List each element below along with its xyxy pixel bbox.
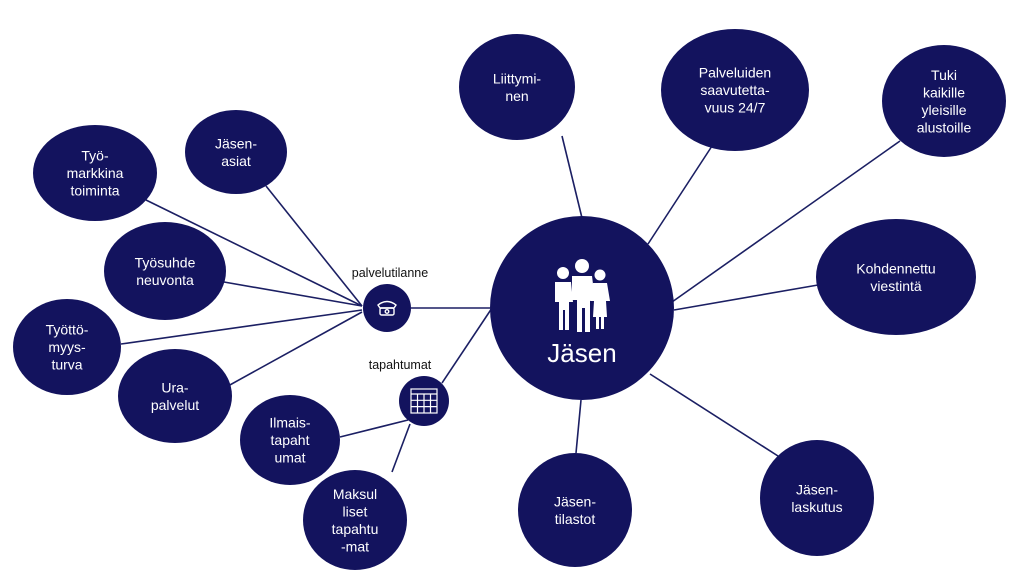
- center-node: Jäsen: [490, 216, 674, 400]
- node-jasenasiat-label-line: asiat: [221, 153, 251, 169]
- edge-liittyminen: [561, 135, 583, 219]
- node-jasenasiat-label-line: Jäsen-: [215, 135, 257, 151]
- node-ilmaistapahtumat-label-line: umat: [274, 450, 305, 466]
- edge-laskutus: [649, 373, 779, 457]
- node-liittyminen: Liittymi-nen: [459, 34, 575, 140]
- node-laskutus: Jäsen-laskutus: [760, 440, 874, 556]
- node-maksulliset-label-line: Maksul: [333, 486, 377, 502]
- edge-kohdennettu: [673, 284, 819, 311]
- node-urapalvelut-bubble: [118, 349, 232, 443]
- edge-maksulliset: [391, 423, 411, 473]
- node-kohdennettu: Kohdennettu viestintä: [816, 219, 976, 335]
- edge-tuki: [671, 140, 901, 303]
- node-tyomarkkina-label-line: toiminta: [70, 183, 119, 199]
- node-urapalvelut: Ura-palvelut: [118, 349, 232, 443]
- node-palveluiden-label-line: Palveluiden: [699, 65, 771, 81]
- node-jasenasiat-bubble: [185, 110, 287, 194]
- node-urapalvelut-label-line: Ura-: [161, 379, 189, 395]
- node-laskutus-label-line: laskutus: [791, 499, 842, 515]
- node-tuki-label-line: yleisille: [921, 102, 966, 118]
- node-ilmaistapahtumat-label-line: Ilmais-: [269, 415, 311, 431]
- service-hub: palvelutilanne: [352, 266, 428, 332]
- node-tuki-label-line: alustoille: [917, 119, 972, 135]
- node-kohdennettu-bubble: [816, 219, 976, 335]
- node-ilmaistapahtumat-label-line: tapaht: [271, 432, 310, 448]
- edge-tyosuhde: [223, 281, 363, 307]
- node-tyosuhde: Työsuhde neuvonta: [104, 222, 226, 320]
- node-tilastot-bubble: [518, 453, 632, 567]
- node-tyottomyys-bubble: [13, 299, 121, 395]
- telephone-icon: [377, 300, 397, 316]
- center-label: Jäsen: [547, 338, 616, 368]
- node-liittyminen-label-line: nen: [505, 88, 528, 104]
- node-maksulliset-bubble: [303, 470, 407, 570]
- node-tilastot-label-line: tilastot: [555, 511, 596, 527]
- node-tyottomyys: Työttö-myys-turva: [13, 299, 121, 395]
- edge-urapalvelut: [227, 311, 363, 387]
- edge-ilmaistapahtumat: [339, 419, 409, 438]
- node-kohdennettu-label-line: Kohdennettu: [856, 260, 935, 276]
- edge-tyottomyys: [120, 309, 363, 345]
- node-tuki-label-line: kaikille: [923, 84, 965, 100]
- edge-jasenasiat: [265, 185, 363, 307]
- node-palveluiden-label-line: vuus 24/7: [705, 100, 766, 116]
- node-tyomarkkina: Työ-markkina toiminta: [33, 125, 157, 221]
- node-ilmaistapahtumat-bubble: [240, 395, 340, 485]
- node-laskutus-bubble: [760, 440, 874, 556]
- node-tyosuhde-label-line: neuvonta: [136, 272, 194, 288]
- node-urapalvelut-label-line: palvelut: [151, 397, 199, 413]
- connector-lines: [120, 135, 901, 473]
- node-maksulliset-label-line: tapahtu: [332, 521, 379, 537]
- node-laskutus-label-line: Jäsen-: [796, 481, 838, 497]
- node-tyottomyys-label-line: myys-: [48, 339, 86, 355]
- node-maksulliset-label-line: -mat: [341, 538, 369, 554]
- node-ilmaistapahtumat: Ilmais-tapaht umat: [240, 395, 340, 485]
- service-hub-label: palvelutilanne: [352, 266, 428, 280]
- node-tyottomyys-label-line: Työttö-: [46, 322, 89, 338]
- edge-center-events: [441, 307, 493, 384]
- node-tilastot: Jäsen-tilastot: [518, 453, 632, 567]
- edge-tilastot: [575, 399, 582, 454]
- node-tuki-label-line: Tuki: [931, 67, 957, 83]
- node-kohdennettu-label-line: viestintä: [870, 278, 922, 294]
- events-hub-label: tapahtumat: [369, 358, 432, 372]
- node-jasenasiat: Jäsen-asiat: [185, 110, 287, 194]
- node-tyomarkkina-bubble: [33, 125, 157, 221]
- node-tyomarkkina-label-line: Työ-: [81, 148, 109, 164]
- node-tilastot-label-line: Jäsen-: [554, 493, 596, 509]
- people-group-icon: [555, 259, 610, 332]
- events-hub: tapahtumat: [369, 358, 449, 426]
- node-palveluiden-label-line: saavutetta-: [700, 82, 770, 98]
- calendar-icon: [410, 388, 438, 414]
- node-palveluiden-bubble: [661, 29, 809, 151]
- edge-tyomarkkina: [145, 199, 363, 307]
- node-tuki-bubble: [882, 45, 1006, 157]
- node-liittyminen-bubble: [459, 34, 575, 140]
- edge-palveluiden: [647, 145, 713, 245]
- node-liittyminen-label-line: Liittymi-: [493, 70, 542, 86]
- node-tyomarkkina-label-line: markkina: [67, 165, 124, 181]
- node-maksulliset-label-line: liset: [343, 503, 368, 519]
- node-tyosuhde-label-line: Työsuhde: [135, 254, 196, 270]
- node-tyottomyys-label-line: turva: [51, 357, 82, 373]
- node-tyosuhde-bubble: [104, 222, 226, 320]
